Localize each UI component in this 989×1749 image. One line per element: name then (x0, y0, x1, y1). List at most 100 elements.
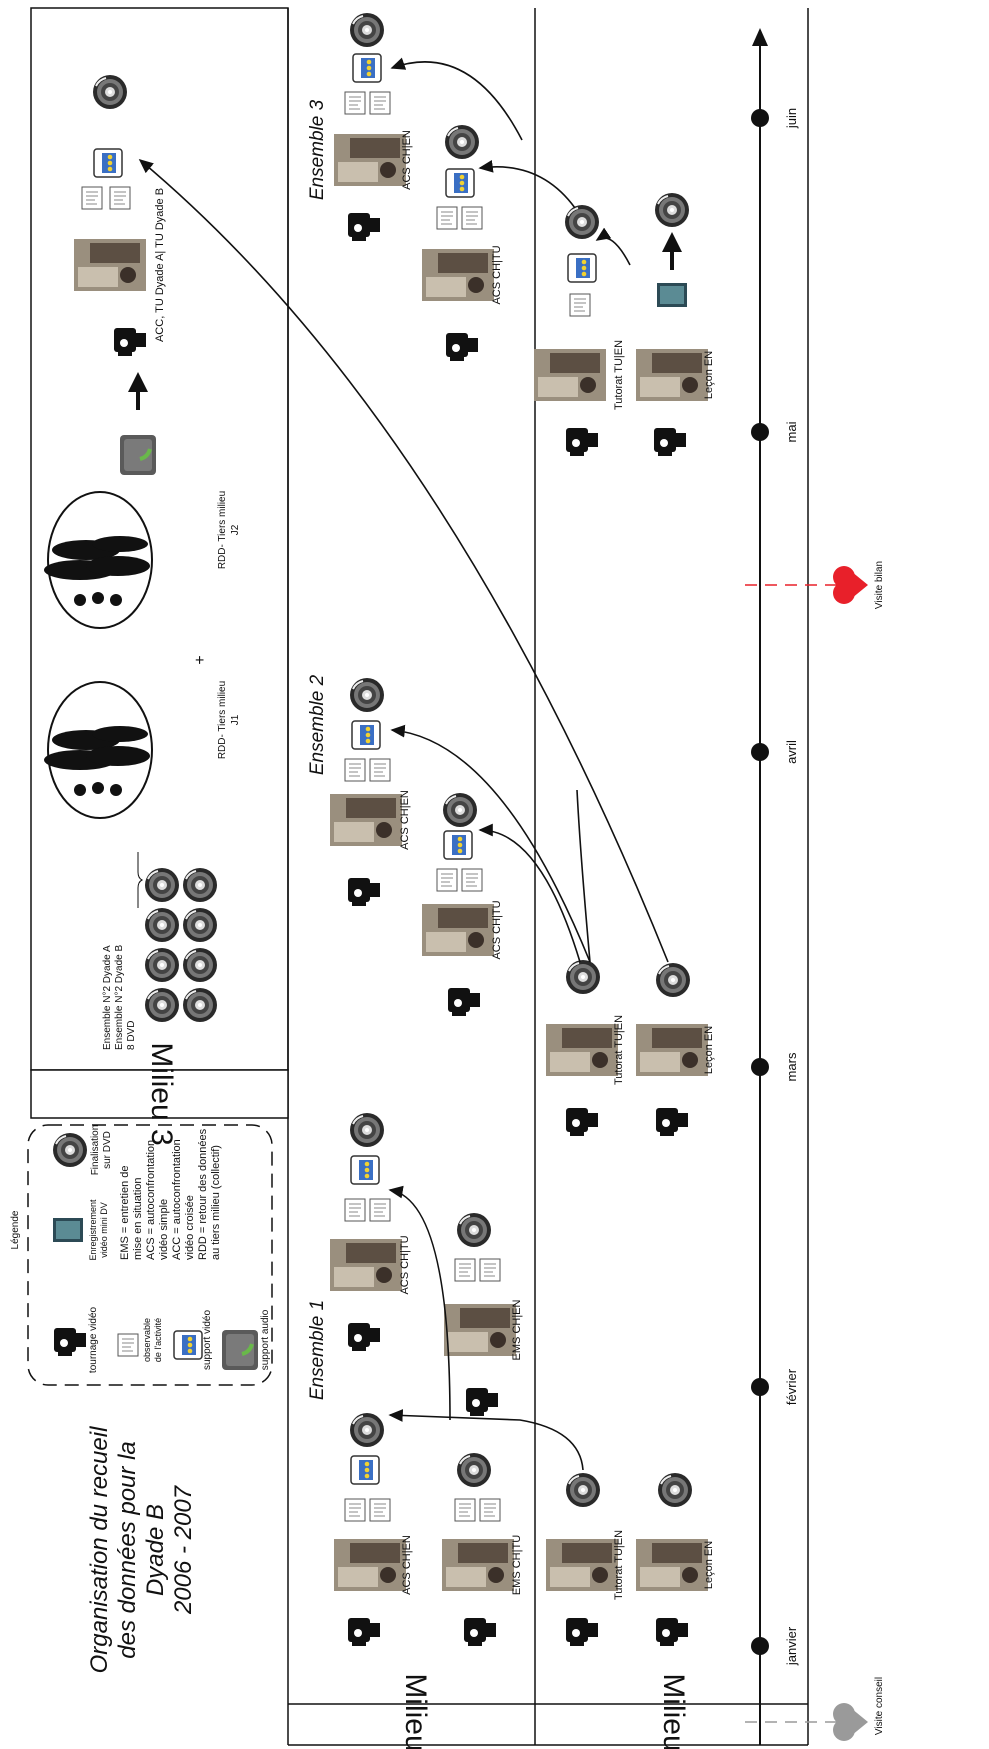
band-label-milieu3: Milieu 3 (145, 1042, 178, 1145)
svg-text:ACS CH|TU: ACS CH|TU (491, 900, 503, 959)
legend-definitions: EMS = entretien de mise en situation ACS… (119, 1128, 222, 1260)
timeline-dot-avril (751, 743, 769, 761)
e3-acs-chen: ACS CH|EN (334, 12, 413, 241)
dvd-stack-label-1: Ensemble N°2 Dyade A (102, 945, 113, 1050)
svg-text:ACS = autoconfrontation: ACS = autoconfrontation (145, 1140, 157, 1260)
timeline-dot-mai (751, 423, 769, 441)
svg-text:Organisation du recueil: Organisation du recueil (86, 1426, 113, 1673)
milieu3-camera-icon (114, 328, 146, 356)
video-support-icon (173, 1330, 203, 1360)
milieu3-content: Ensemble N°2 Dyade A Ensemble N°2 Dyade … (43, 74, 241, 1050)
month-mars: mars (784, 1052, 799, 1081)
legend-support-video: support vidéo (202, 1310, 213, 1370)
svg-text:ACS CH|TU: ACS CH|TU (399, 1235, 411, 1294)
legend-tournage: tournage vidéo (88, 1306, 99, 1373)
month-janvier: janvier (784, 1626, 799, 1666)
month-avril: avril (784, 740, 799, 764)
timeline-dot-juin (751, 109, 769, 127)
svg-text:ACS CH|TU: ACS CH|TU (491, 245, 503, 304)
legend-title: Légende (10, 1210, 21, 1249)
e1-ems-chtu: EMS CH|TU (442, 1452, 523, 1646)
acc-label: ACC, TU Dyade A| TU Dyade B (154, 188, 166, 342)
svg-text:ACS CH|EN: ACS CH|EN (399, 790, 411, 850)
visit-conseil-icon (833, 1703, 868, 1741)
e3-acs-chtu: ACS CH|TU (422, 124, 503, 361)
ensemble-1-label: Ensemble 1 (307, 1300, 328, 1400)
dvd-stack-label-2: Ensemble N°2 Dyade B (114, 945, 125, 1050)
band-label-milieu2: Milieu 2 (399, 1673, 432, 1749)
svg-text:Tutorat TU|EN: Tutorat TU|EN (613, 1530, 625, 1600)
e1-ems-chen: EMS CH|EN (444, 1212, 523, 1416)
svg-text:ACS CH|EN: ACS CH|EN (401, 130, 413, 190)
svg-text:vidéo simple: vidéo simple (158, 1199, 170, 1260)
m1-tutorat-janvier: Tutorat TU|EN (546, 1472, 625, 1646)
month-fevrier: février (784, 1368, 799, 1405)
svg-text:Tutorat TU|EN: Tutorat TU|EN (613, 1015, 625, 1085)
svg-text:vidéo mini DV: vidéo mini DV (99, 1202, 109, 1258)
e1-acs-chen: ACS CH|EN (334, 1412, 413, 1646)
audio-support-icon (220, 1328, 260, 1372)
connectors (138, 57, 669, 1471)
legend: Légende tournage vidéo Enregistrement vi… (10, 1124, 273, 1386)
milieu3-audio-support-icon (118, 433, 158, 477)
e2-acs-chen: ACS CH|EN (330, 677, 411, 906)
svg-text:vidéo croisée: vidéo croisée (184, 1195, 196, 1260)
e2-acs-chtu: ACS CH|TU (422, 792, 503, 1016)
timeline-dot-janvier (751, 1637, 769, 1655)
svg-text:au tiers milieu (collectif): au tiers milieu (collectif) (210, 1145, 222, 1260)
dvd-stack (144, 867, 218, 1023)
visit-conseil-label: Visite conseil (874, 1677, 885, 1735)
svg-text:EMS CH|TU: EMS CH|TU (511, 1535, 523, 1595)
month-mai: mai (784, 421, 799, 442)
ensemble-2-label: Ensemble 2 (307, 674, 328, 775)
legend-finalisation: Finalisation (90, 1125, 101, 1176)
svg-text:2006 - 2007: 2006 - 2007 (170, 1484, 197, 1615)
visit-bilan-label: Visite bilan (874, 561, 885, 609)
legend-enregistrement: Enregistrement (88, 1199, 98, 1261)
legend-observable: observable (142, 1318, 152, 1362)
svg-text:sur DVD: sur DVD (102, 1131, 113, 1169)
band-label-milieu1: Milieu 1 (657, 1673, 690, 1749)
milieu3-video-support-icon (93, 148, 123, 178)
camera-icon (54, 1328, 86, 1356)
observable-icon (117, 1333, 139, 1357)
dvd-icon (52, 1132, 88, 1168)
band-frames (30, 7, 809, 1746)
e1-acs-chtu: ACS CH|TU (330, 1112, 411, 1351)
svg-text:ACS CH|EN: ACS CH|EN (401, 1535, 413, 1595)
rdd-j2-group (43, 491, 153, 629)
month-juin: juin (784, 108, 799, 129)
rdd-j1-label: RDD- Tiers milieu (217, 681, 228, 759)
svg-text:Dyade B: Dyade B (142, 1504, 169, 1596)
rdd-plus: + (192, 655, 209, 664)
svg-text:EMS CH|EN: EMS CH|EN (511, 1299, 523, 1360)
m1-lecon-mars: Leçon EN (636, 962, 715, 1136)
m1-tutorat-mars: Tutorat TU|EN (546, 959, 625, 1136)
timeline-dot-mars (751, 1058, 769, 1076)
svg-text:des données pour la: des données pour la (114, 1441, 141, 1659)
svg-text:J2: J2 (230, 524, 241, 535)
m1-tutorat-mai: Tutorat TU|EN (534, 204, 625, 456)
rdd-j2-label: RDD- Tiers milieu (217, 491, 228, 569)
minidv-icon (53, 1218, 83, 1242)
page-title: Organisation du recueil des données pour… (86, 1426, 197, 1673)
rdd-j1-group (43, 681, 153, 819)
svg-text:J1: J1 (230, 714, 241, 725)
milieu3-photo (74, 239, 146, 291)
milieu3-dvd-icon (92, 74, 128, 110)
svg-text:ACC = autoconfrontation: ACC = autoconfrontation (171, 1139, 183, 1260)
svg-text:de l'activité: de l'activité (153, 1318, 163, 1362)
m1-lecon-mai: Leçon EN (636, 192, 715, 456)
m1-lecon-janvier: Leçon EN (636, 1472, 715, 1646)
dvd-stack-label-3: 8 DVD (126, 1021, 137, 1050)
svg-text:EMS = entretien de: EMS = entretien de (119, 1166, 131, 1260)
svg-text:Tutorat TU|EN: Tutorat TU|EN (613, 340, 625, 410)
visit-bilan-icon (833, 566, 868, 604)
legend-support-audio: support audio (260, 1309, 271, 1370)
svg-text:Leçon EN: Leçon EN (703, 1541, 715, 1589)
svg-text:Leçon EN: Leçon EN (703, 351, 715, 399)
svg-text:Leçon EN: Leçon EN (703, 1026, 715, 1074)
timeline (751, 28, 769, 1745)
svg-text:RDD = retour des données: RDD = retour des données (197, 1128, 209, 1260)
ensemble-3-label: Ensemble 3 (307, 99, 328, 200)
